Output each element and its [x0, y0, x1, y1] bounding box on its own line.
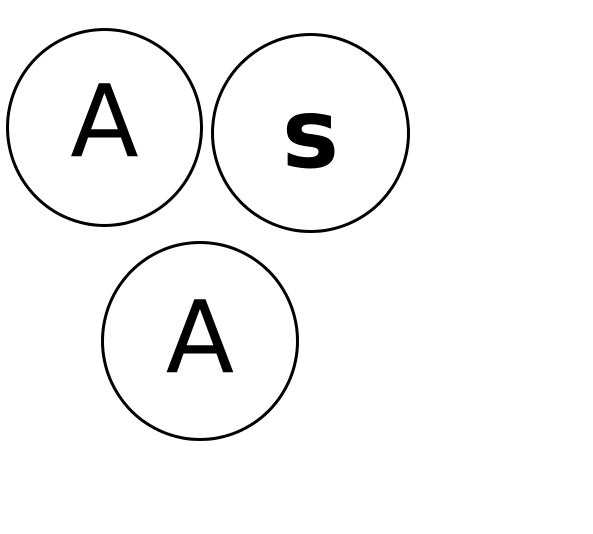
circle-node-3 [101, 241, 299, 441]
circle-node-3-label: A [165, 279, 235, 396]
circle-node-2-label: s [281, 78, 340, 190]
circle-node-1-label: A [70, 63, 139, 180]
circle-node-1 [6, 28, 203, 227]
circle-node-2 [211, 33, 410, 233]
